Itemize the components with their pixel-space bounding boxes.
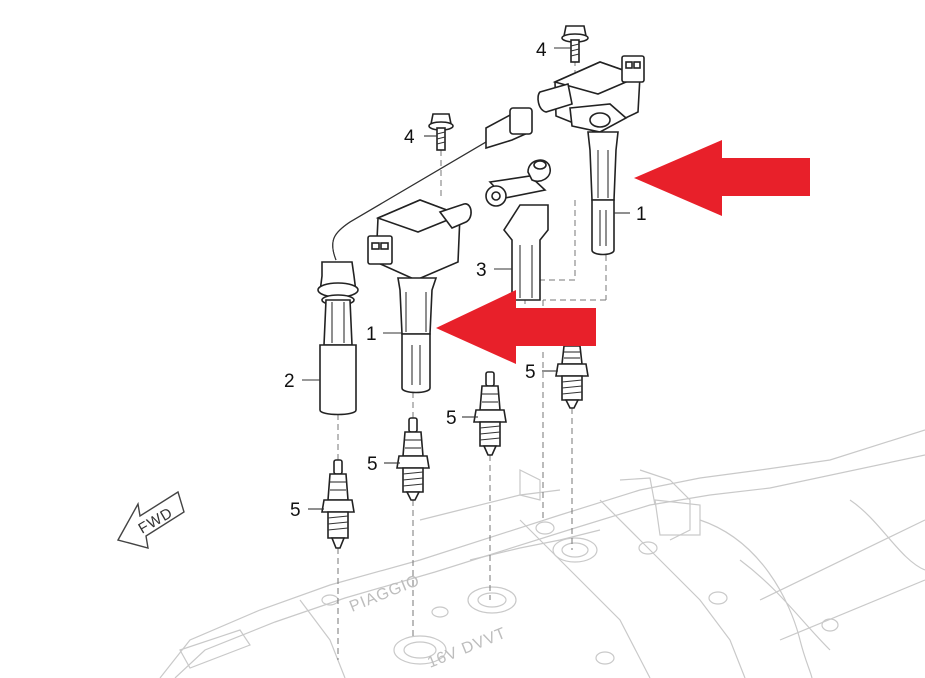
pointer-arrow-rear-icon (634, 140, 810, 216)
ignition-coil-rear (537, 55, 645, 256)
callout-cap: 3 (476, 260, 487, 281)
bolt-rear (561, 25, 589, 63)
callout-bolt-rear: 4 (536, 40, 547, 61)
engine-valve-label: 16V DVVT (425, 625, 509, 672)
spark-plug-b (396, 417, 430, 501)
callout-leaders (302, 47, 630, 510)
callout-plug-b: 5 (367, 454, 378, 475)
fwd-arrow-icon: FWD (116, 490, 185, 549)
bolt-mid (428, 113, 454, 151)
spark-plug-c (473, 371, 507, 456)
ht-lead (317, 107, 533, 416)
callout-plug-d: 5 (525, 362, 536, 383)
ignition-coil-front (367, 199, 472, 394)
callout-plug-a: 5 (290, 500, 301, 521)
callout-bolt-mid: 4 (404, 127, 415, 148)
callout-plug-c: 5 (446, 408, 457, 429)
callout-coil-front: 1 (366, 324, 377, 345)
callout-lead: 2 (284, 371, 295, 392)
plug-cap (485, 159, 551, 301)
spark-plug-a (321, 459, 355, 549)
pointer-arrow-front-icon (436, 290, 596, 364)
callout-coil-rear: 1 (636, 204, 647, 225)
